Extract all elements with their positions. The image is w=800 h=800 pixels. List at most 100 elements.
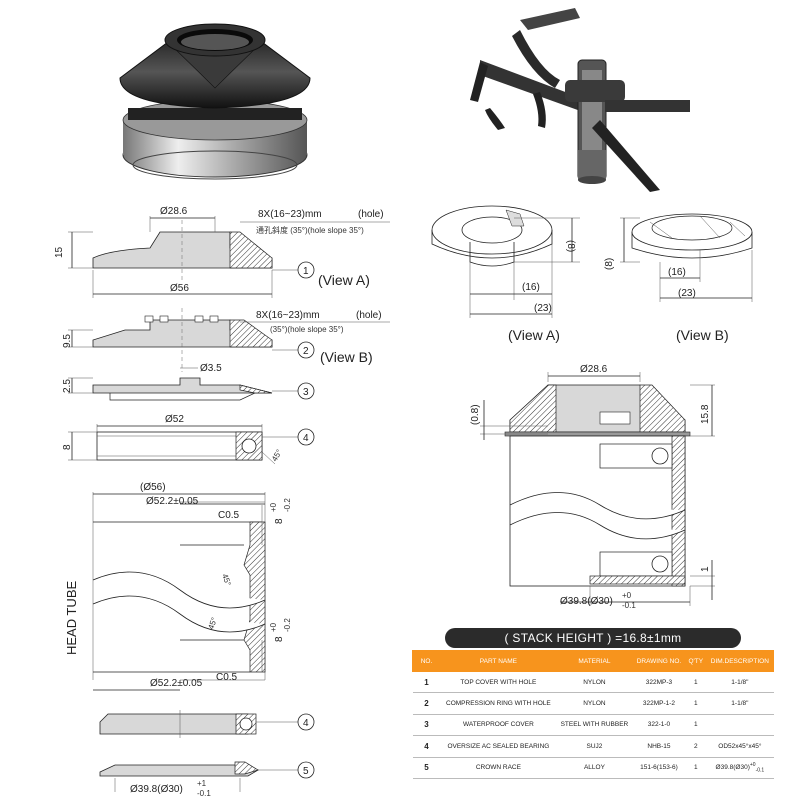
cell-part-name: CROWN RACE	[440, 757, 557, 779]
cell-no: 5	[412, 757, 441, 779]
table-row: 4 OVERSIZE AC SEALED BEARING SUJ2 NHB-15…	[412, 735, 774, 758]
head-tube-label: HEAD TUBE	[64, 581, 79, 655]
dim-view-b-8: (8)	[604, 258, 615, 270]
cell-qty: 1	[685, 671, 707, 694]
dim-tol-minus-bot: -0.2	[283, 618, 292, 632]
part-3-waterproof-cover	[68, 377, 273, 401]
dim-d39-8-minus: -0.1	[197, 789, 211, 798]
dim-d56: Ø56	[170, 283, 189, 294]
dim-h1: 1	[700, 566, 711, 572]
dim-tol-plus-top: +0	[269, 502, 278, 512]
dim-asm-plus: +0	[622, 591, 632, 600]
dim-hole-count: 8X(16~23)mm	[258, 209, 322, 220]
cell-drawing-no: NHB-15	[632, 735, 686, 758]
callout-4-lower: 4	[303, 718, 309, 729]
dim-a45-b: 45°	[220, 573, 233, 587]
view-b-drawing	[620, 213, 753, 302]
header-qty: Q'TY	[684, 650, 707, 672]
cell-no: 2	[412, 692, 441, 715]
dim-tol-plus-bot: +0	[269, 622, 278, 632]
callout-1: 1	[303, 266, 309, 277]
dim-d3-5: Ø3.5	[200, 363, 222, 374]
dim-c05-bot: C0.5	[216, 672, 238, 683]
cell-material: SUJ2	[556, 735, 633, 758]
part-1-top-cover	[68, 216, 390, 298]
table-row: 1 TOP COVER WITH HOLE NYLON 322MP-3 1 1-…	[412, 671, 774, 694]
dim-tol-minus-top: -0.2	[283, 498, 292, 512]
dim-view-a-8: (8)	[565, 240, 576, 252]
dim-mid-slope: (35°)(hole slope 35°)	[270, 325, 344, 334]
cell-no: 4	[412, 735, 441, 758]
dim-tol8-bot: 8	[274, 636, 285, 642]
callout-3: 3	[303, 387, 309, 398]
cell-drawing-no: 322MP-1-2	[632, 692, 686, 715]
parts-table-panel: ( STACK HEIGHT ) =16.8±1mm NO. PART NAME…	[412, 628, 775, 798]
cell-qty: 2	[685, 735, 707, 758]
header-no: NO.	[412, 650, 441, 672]
cell-drawing-no: 151-6(153-6)	[632, 757, 686, 779]
dim-d52-2-bot: Ø52.2±0.05	[150, 678, 203, 689]
dim-h15-8: 15.8	[700, 404, 711, 424]
view-a-drawing	[431, 205, 580, 318]
cell-drawing-no: 322MP-3	[632, 671, 686, 694]
cell-dim: 1-1/8"	[706, 671, 774, 694]
cell-material: ALLOY	[556, 757, 633, 779]
callout-4: 4	[303, 433, 309, 444]
dim-h8: 8	[62, 444, 73, 450]
view-a-label: (View A)	[508, 327, 560, 343]
cell-part-name: COMPRESSION RING WITH HOLE	[440, 692, 557, 715]
dim-h9-5: 9.5	[62, 334, 73, 348]
cell-dim-minus: -0.1	[755, 767, 765, 774]
dim-d39-8-plus: +1	[197, 779, 207, 788]
dim-a45: 45°	[270, 448, 284, 463]
dim-mid-hole-count: 8X(16~23)mm	[256, 310, 320, 321]
cell-drawing-no: 322-1-0	[632, 714, 686, 737]
dim-view-b-23: (23)	[678, 288, 696, 299]
dim-asm-d39-8: Ø39.8(Ø30)	[560, 596, 613, 607]
part-2-compression-ring	[68, 308, 390, 372]
dim-c05-top: C0.5	[218, 510, 240, 521]
cell-part-name: OVERSIZE AC SEALED BEARING	[440, 735, 557, 758]
header-material: MATERIAL	[555, 650, 634, 672]
dim-hole-tag: (hole)	[358, 209, 384, 220]
head-tube-section	[88, 492, 266, 691]
view-b-side-label: (View B)	[320, 349, 373, 365]
headset-photo	[119, 23, 311, 180]
cell-material: STEEL WITH RUBBER	[556, 714, 633, 737]
assembly-section	[480, 372, 715, 606]
cell-qty: 1	[685, 714, 707, 737]
header-drawing-no: DRAWING NO.	[632, 650, 686, 672]
cell-part-name: WATERPROOF COVER	[440, 714, 557, 737]
dim-a45-c: 45°	[206, 616, 219, 630]
cell-dim: OD52x45°x45°	[706, 735, 774, 758]
cell-dim	[706, 714, 774, 737]
table-row: 5 CROWN RACE ALLOY 151-6(153-6) 1 Ø39.8(…	[412, 757, 774, 779]
cell-qty: 1	[685, 692, 707, 715]
stack-height-title: ( STACK HEIGHT ) =16.8±1mm	[445, 628, 741, 648]
dim-mid-hole-tag: (hole)	[356, 310, 382, 321]
dim-asm-d28-6: Ø28.6	[580, 364, 608, 375]
callout-5: 5	[303, 766, 309, 777]
table-row: 2 COMPRESSION RING WITH HOLE NYLON 322MP…	[412, 692, 774, 715]
dim-d28-6: Ø28.6	[160, 206, 188, 217]
cell-part-name: TOP COVER WITH HOLE	[440, 671, 557, 694]
cell-dim-text: Ø39.8(Ø30)	[715, 764, 750, 772]
part-4-bearing	[68, 424, 276, 465]
cell-material: NYLON	[556, 671, 633, 694]
cell-material: NYLON	[556, 692, 633, 715]
dim-h15: 15	[54, 246, 65, 258]
header-dim-description: DIM.DESCRIPTION	[705, 650, 775, 672]
callout-2: 2	[303, 346, 309, 357]
handlebar-photo	[470, 8, 690, 192]
cell-dim-plus: +0	[749, 762, 756, 769]
header-part-name: PART NAME	[440, 650, 557, 672]
dim-view-b-16: (16)	[668, 267, 686, 278]
dim-d39-8: Ø39.8(Ø30)	[130, 784, 183, 795]
dim-tol8-top: 8	[274, 518, 285, 524]
cell-qty: 1	[685, 757, 707, 779]
dim-d52-2-top: Ø52.2±0.05	[146, 496, 199, 507]
cell-dim: Ø39.8(Ø30)+0-0.1	[706, 757, 774, 779]
table-header-row: NO. PART NAME MATERIAL DRAWING NO. Q'TY …	[412, 650, 775, 672]
dim-hole-slope: 通孔斜度 (35°)(hole slope 35°)	[256, 225, 364, 235]
